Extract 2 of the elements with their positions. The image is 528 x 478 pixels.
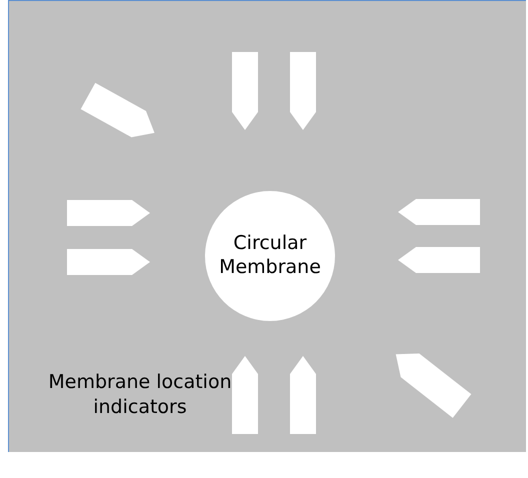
indicator-caption: Membrane location indicators xyxy=(47,370,233,420)
membrane-label: Circular Membrane xyxy=(218,232,322,280)
